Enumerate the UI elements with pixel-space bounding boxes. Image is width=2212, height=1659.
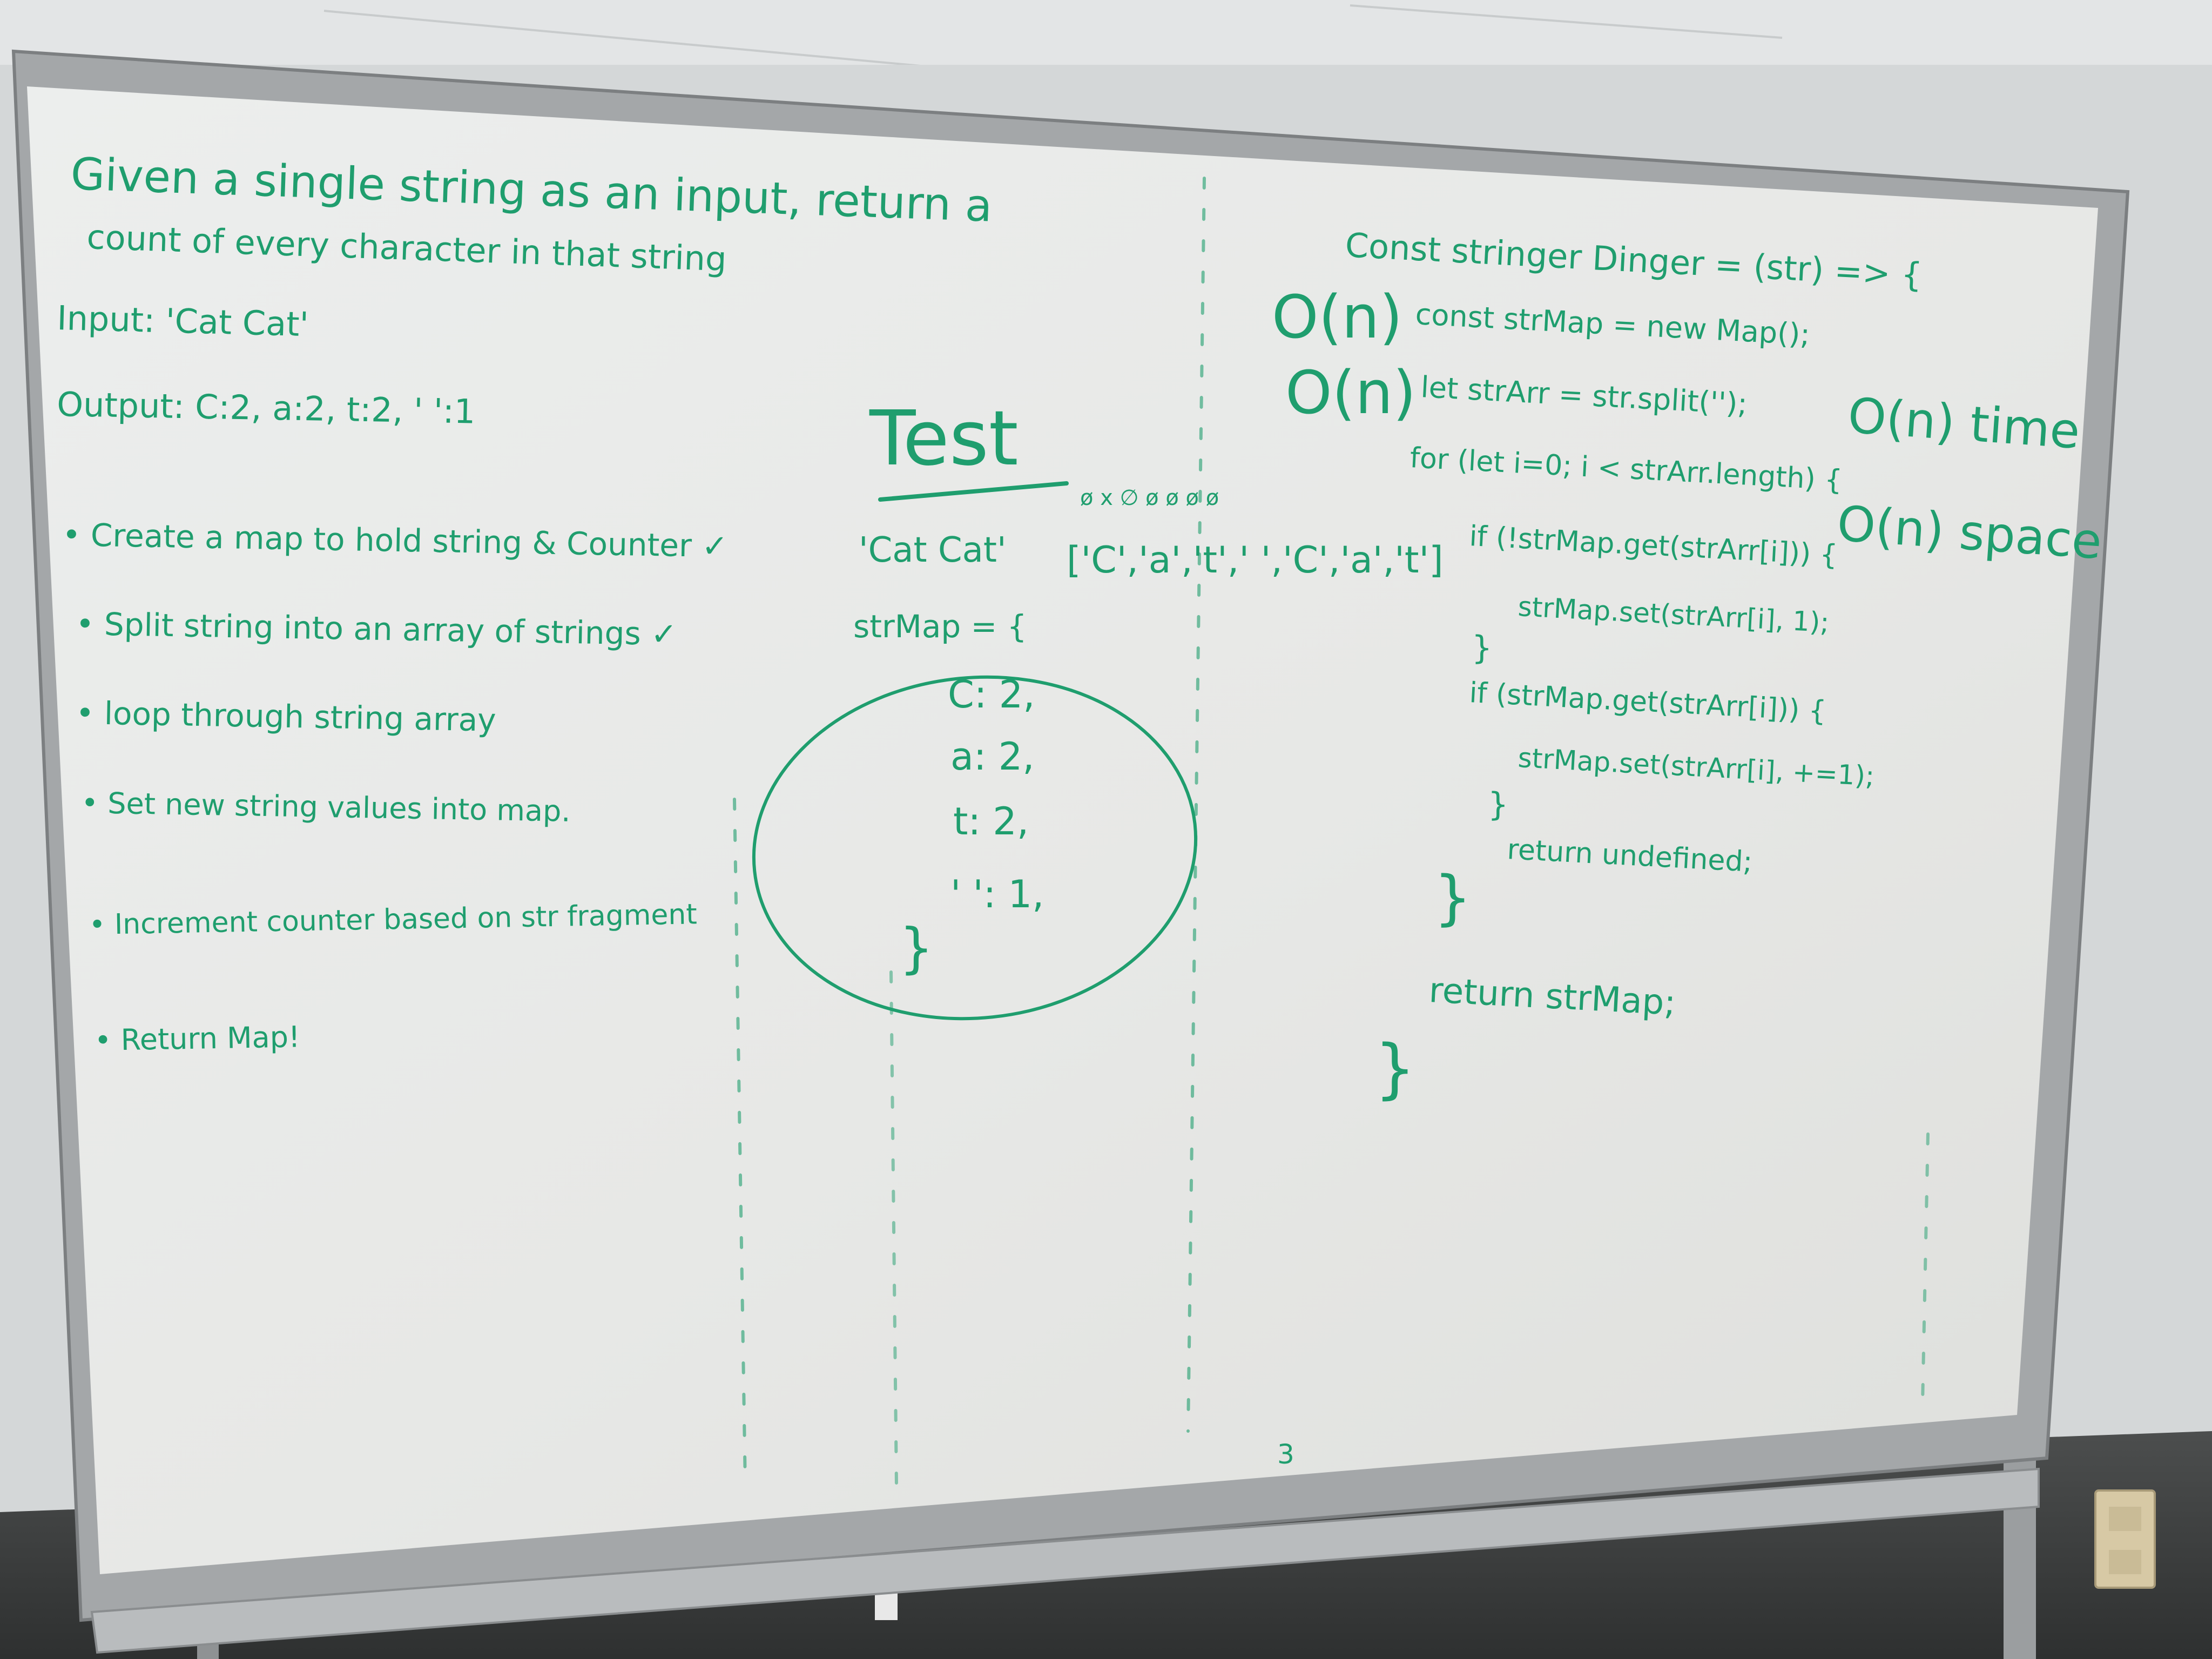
- code-line: }: [1472, 629, 1492, 667]
- code-line: }: [1488, 786, 1508, 824]
- map-close: }: [899, 916, 934, 980]
- map-entry: a: 2,: [950, 734, 1035, 779]
- map-entry: C: 2,: [948, 672, 1035, 717]
- code-line: }: [1434, 863, 1472, 932]
- board-surface: [27, 86, 2098, 1574]
- input-example: Input: 'Cat Cat': [57, 298, 309, 344]
- bottom-mark: 3: [1277, 1439, 1294, 1470]
- map-entry: ' ': 1,: [950, 872, 1044, 916]
- map-entry: t: 2,: [953, 799, 1029, 844]
- bigo-annotation: O(n): [1285, 358, 1416, 427]
- array-marks: ø x ∅ ø ø ø ø: [1080, 485, 1219, 510]
- test-input: 'Cat Cat': [859, 530, 1007, 570]
- map-open: strMap = {: [853, 608, 1027, 645]
- bigo-annotation: O(n): [1272, 282, 1402, 352]
- test-section: Test 'Cat Cat' ø x ∅ ø ø ø ø ['C','a','t…: [752, 395, 1444, 1021]
- test-heading: Test: [869, 395, 1019, 483]
- marker-tray: [90, 1467, 2040, 1654]
- output-example: Output: C:2, a:2, t:2, ' ':1: [57, 385, 476, 431]
- split-array: ['C','a','t',' ','C','a','t']: [1067, 539, 1444, 582]
- map-circle: [752, 675, 1198, 1021]
- step-item: • Return Map!: [94, 1020, 300, 1057]
- code-line: }: [1374, 1031, 1415, 1107]
- step-item: • loop through string array: [76, 694, 496, 739]
